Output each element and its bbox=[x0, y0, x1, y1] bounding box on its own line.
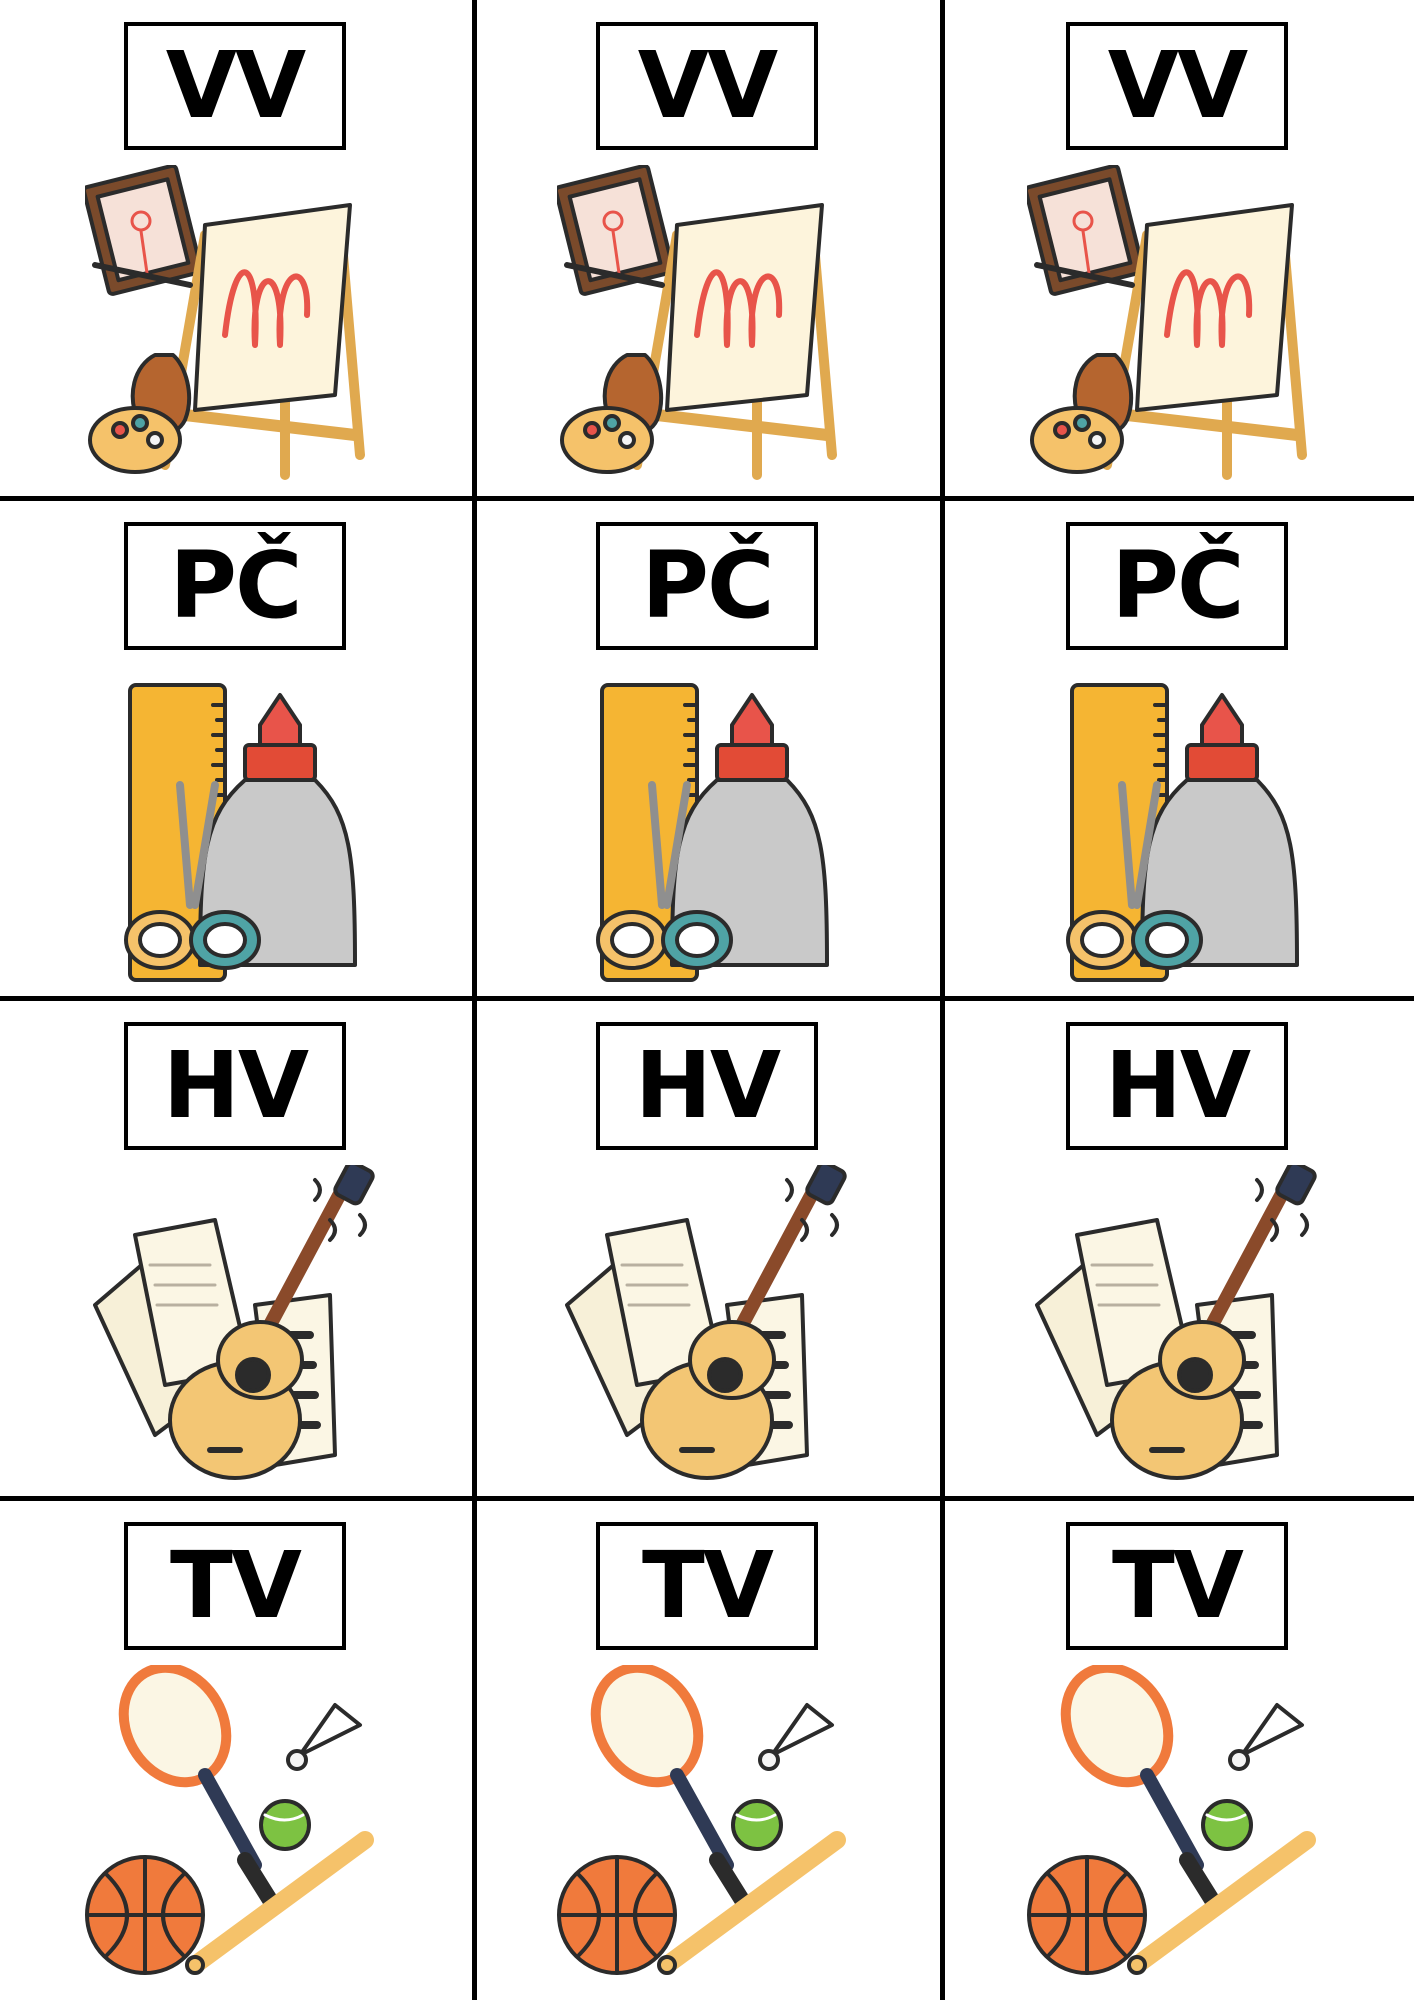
card-hv: HV bbox=[942, 1000, 1412, 1495]
art-easel-icon bbox=[1027, 165, 1307, 480]
card-pc: PČ bbox=[472, 500, 942, 995]
card-label: HV bbox=[634, 1032, 781, 1139]
music-guitar-icon bbox=[1035, 1165, 1317, 1480]
card-hv: HV bbox=[0, 1000, 470, 1495]
card-pc: PČ bbox=[0, 500, 470, 995]
card-vv: VV bbox=[942, 0, 1412, 495]
label-box: HV bbox=[124, 1022, 346, 1150]
label-box: HV bbox=[596, 1022, 818, 1150]
label-box: VV bbox=[1066, 22, 1288, 150]
card-label: TV bbox=[1112, 1532, 1244, 1639]
grid-divider-horizontal bbox=[0, 1496, 1414, 1501]
label-box: TV bbox=[124, 1522, 346, 1650]
card-label: PČ bbox=[641, 532, 775, 639]
card-label: HV bbox=[162, 1032, 309, 1139]
label-box: TV bbox=[1066, 1522, 1288, 1650]
sports-equipment-icon bbox=[1027, 1665, 1316, 1975]
craft-supplies-icon bbox=[124, 683, 357, 982]
card-label: PČ bbox=[1111, 532, 1245, 639]
music-guitar-icon bbox=[565, 1165, 847, 1480]
card-label: VV bbox=[165, 32, 306, 139]
card-tv: TV bbox=[0, 1500, 470, 1995]
label-box: TV bbox=[596, 1522, 818, 1650]
card-tv: TV bbox=[942, 1500, 1412, 1995]
craft-supplies-icon bbox=[1066, 683, 1299, 982]
card-label: TV bbox=[170, 1532, 302, 1639]
art-easel-icon bbox=[557, 165, 837, 480]
label-box: PČ bbox=[124, 522, 346, 650]
card-label: VV bbox=[637, 32, 778, 139]
label-box: HV bbox=[1066, 1022, 1288, 1150]
label-box: VV bbox=[124, 22, 346, 150]
card-label: HV bbox=[1104, 1032, 1251, 1139]
art-easel-icon bbox=[85, 165, 365, 480]
card-label: PČ bbox=[169, 532, 303, 639]
grid-divider-horizontal bbox=[0, 496, 1414, 501]
card-pc: PČ bbox=[942, 500, 1412, 995]
card-label: TV bbox=[642, 1532, 774, 1639]
sports-equipment-icon bbox=[85, 1665, 374, 1975]
card-label: VV bbox=[1107, 32, 1248, 139]
label-box: PČ bbox=[1066, 522, 1288, 650]
label-box: PČ bbox=[596, 522, 818, 650]
label-box: VV bbox=[596, 22, 818, 150]
sports-equipment-icon bbox=[557, 1665, 846, 1975]
card-vv: VV bbox=[0, 0, 470, 495]
card-hv: HV bbox=[472, 1000, 942, 1495]
craft-supplies-icon bbox=[596, 683, 829, 982]
card-vv: VV bbox=[472, 0, 942, 495]
music-guitar-icon bbox=[93, 1165, 375, 1480]
grid-divider-horizontal bbox=[0, 996, 1414, 1001]
card-tv: TV bbox=[472, 1500, 942, 1995]
